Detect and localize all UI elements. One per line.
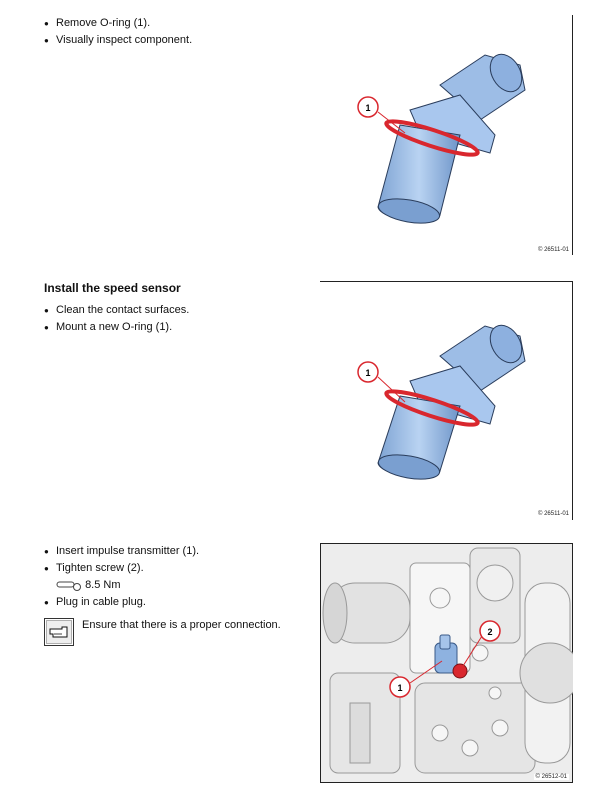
step-insert-transmitter: Insert impulse transmitter (1). [44, 543, 199, 560]
callout-2-label: 2 [487, 627, 492, 637]
connector-housing [439, 324, 526, 392]
step-clean-surfaces: Clean the contact surfaces. [44, 302, 189, 319]
screw-highlight [452, 663, 468, 679]
torque-value: 8.5 Nm [85, 579, 121, 591]
step-plug-cable: Plug in cable plug. [44, 594, 146, 611]
section-heading: Install the speed sensor [44, 281, 181, 295]
callout-1-label: 1 [365, 368, 370, 378]
mounting-steps-a: Insert impulse transmitter (1). Tighten … [44, 543, 199, 577]
figure-oring-install: 1 © 26511-01 [320, 281, 573, 520]
oring-highlight [384, 389, 480, 427]
callout-1-circle [357, 361, 379, 383]
figure-id: © 26511-01 [538, 511, 569, 517]
speed-sensor-illustration: 1 [357, 53, 526, 224]
callout-1-circle [357, 96, 379, 118]
torque-wrench-icon [56, 581, 81, 592]
step-tighten-screw: Tighten screw (2). [44, 560, 199, 577]
step-inspect-component: Visually inspect component. [44, 32, 192, 49]
figure-oring-removal: 1 © 26511-01 [320, 15, 573, 255]
step-mount-oring: Mount a new O-ring (1). [44, 319, 189, 336]
step-remove-oring: Remove O-ring (1). [44, 15, 192, 32]
pointing-hand-note-icon [44, 618, 74, 646]
figure-id: © 26511-01 [538, 247, 569, 253]
callout-1-label: 1 [397, 683, 402, 693]
figure-id: © 26512-01 [533, 774, 569, 780]
impulse-transmitter [434, 634, 458, 674]
figure-installed-position: 1 2 © 26512-01 [320, 543, 573, 783]
removal-steps: Remove O-ring (1). Visually inspect comp… [44, 15, 192, 49]
engine-parts [322, 547, 573, 774]
connector-housing [439, 53, 526, 121]
note [44, 618, 74, 649]
engine-photo-illustration: 1 2 [320, 543, 573, 783]
install-steps: Clean the contact surfaces. Mount a new … [44, 302, 189, 336]
torque-spec: 8.5 Nm [56, 577, 121, 594]
callout-1-label: 1 [365, 103, 370, 113]
figure-frame [320, 281, 573, 520]
note-text: Ensure that there is a proper connection… [82, 619, 281, 631]
callout-2-circle [479, 620, 501, 642]
figure-frame [320, 15, 573, 255]
mounting-steps-b: Plug in cable plug. [44, 594, 146, 611]
speed-sensor-illustration: 1 [357, 324, 526, 480]
callout-1-circle [389, 676, 411, 698]
oring-highlight [384, 119, 480, 157]
